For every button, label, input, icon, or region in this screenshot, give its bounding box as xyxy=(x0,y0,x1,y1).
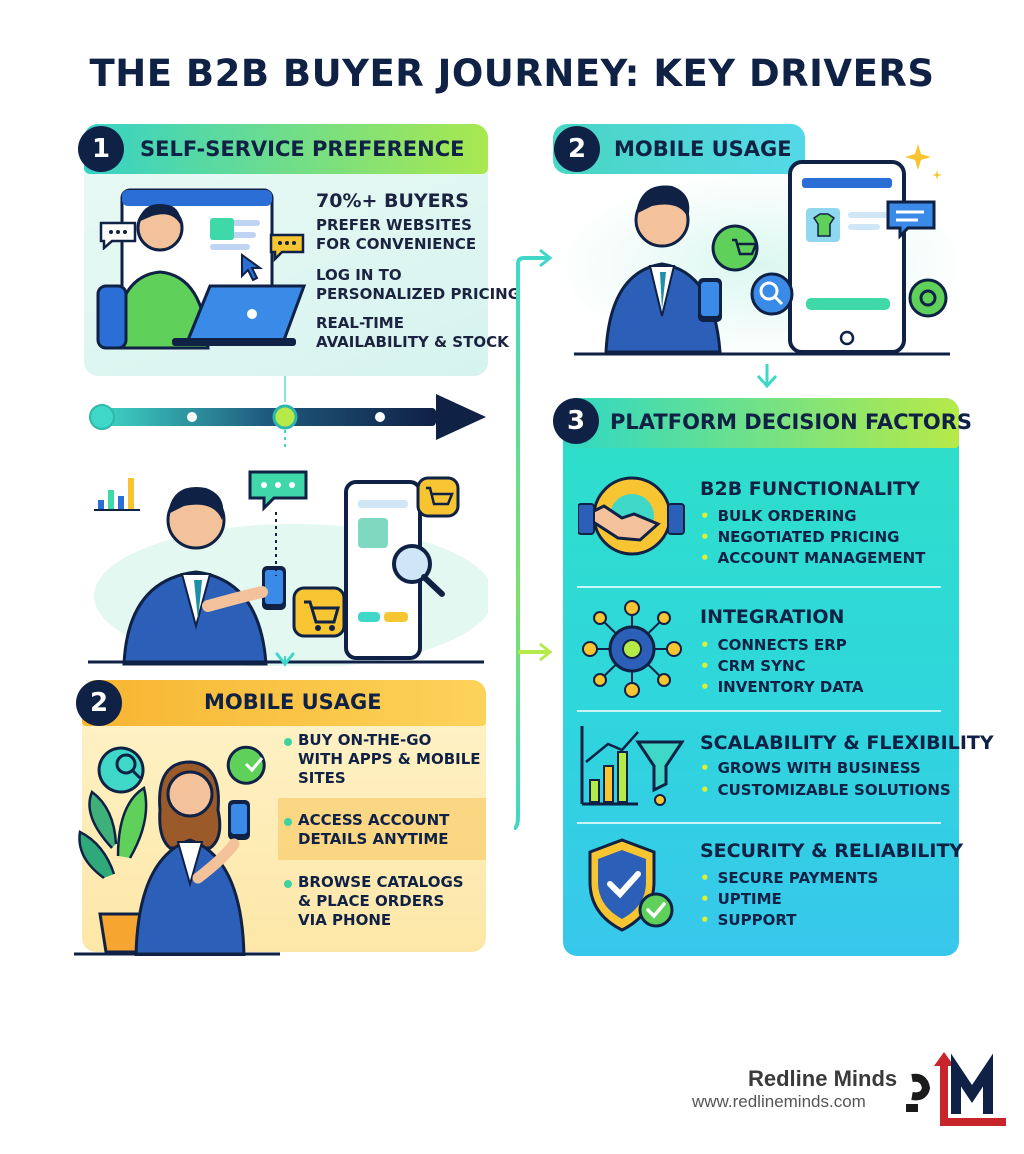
divider xyxy=(577,586,941,588)
platform-factors-header-bar xyxy=(563,398,959,448)
factor-item: •GROWS WITH BUSINESS xyxy=(700,759,921,777)
mobile-point-3-line-1: BROWSE CATALOGS xyxy=(298,873,464,891)
bullet-dot xyxy=(284,818,292,826)
factor-title-integration: INTEGRATION xyxy=(700,606,845,628)
step-number-1: 1 xyxy=(78,126,124,172)
mobile-point-1-line-1: BUY ON-THE-GO xyxy=(298,731,432,749)
factor-item: •INVENTORY DATA xyxy=(700,678,864,696)
stat-line-1: 70%+ BUYERS xyxy=(316,190,469,212)
factor-item: •UPTIME xyxy=(700,890,782,908)
factor-item: •ACCOUNT MANAGEMENT xyxy=(700,549,926,567)
divider xyxy=(577,710,941,712)
cursor-icon xyxy=(241,253,264,282)
laptop-user-illustration xyxy=(96,188,307,350)
step-number-2: 2 xyxy=(554,126,600,172)
factor-item: •BULK ORDERING xyxy=(700,507,857,525)
chat-bubble-icon xyxy=(269,233,305,262)
chart-funnel-icon xyxy=(580,726,685,806)
mobile-point-3-line-3: VIA PHONE xyxy=(298,911,392,929)
page-title: THE B2B BUYER JOURNEY: KEY DRIVERS xyxy=(89,52,935,95)
mobile-point-2-line-2: DETAILS ANYTIME xyxy=(298,830,449,848)
platform-factors-header: PLATFORM DECISION FACTORS xyxy=(610,410,973,434)
woman-phone-illustration xyxy=(74,745,280,956)
brand-logo xyxy=(906,1052,1006,1126)
mobile-shopper-illustration xyxy=(88,470,488,666)
self-service-header: SELF-SERVICE PREFERENCE xyxy=(140,137,465,161)
divider xyxy=(577,822,941,824)
arrow-icon xyxy=(756,364,778,389)
self-service-header-bar xyxy=(84,124,488,174)
point2-line-1: REAL-TIME xyxy=(316,314,404,332)
handshake-gear-icon xyxy=(578,476,685,556)
factor-title-security: SECURITY & RELIABILITY xyxy=(700,840,964,862)
brand-url: www.redlineminds.com xyxy=(692,1092,866,1111)
bullet-dot xyxy=(284,738,292,746)
factor-item: •CRM SYNC xyxy=(700,657,806,675)
mobile-usage-header-bar-2 xyxy=(82,680,486,726)
stat-line-2: PREFER WEBSITES xyxy=(316,216,472,234)
sparkle-icon xyxy=(905,144,942,180)
factor-title-scalability: SCALABILITY & FLEXIBILITY xyxy=(700,732,994,754)
bullet-row-2 xyxy=(278,798,486,860)
mobile-point-1-line-2: WITH APPS & MOBILE xyxy=(298,750,481,768)
step-number-2b: 2 xyxy=(76,680,122,726)
chat-bubble-icon xyxy=(99,221,137,250)
step-number-3: 3 xyxy=(553,398,599,444)
bullet-dot xyxy=(284,880,292,888)
mobile-usage-header-2: MOBILE USAGE xyxy=(204,690,382,714)
timeline-arrow xyxy=(89,376,486,448)
businessman-phone-illustration xyxy=(574,160,950,356)
factor-item: •SUPPORT xyxy=(700,911,797,929)
brand-name: Redline Minds xyxy=(748,1066,898,1091)
factor-item: •CONNECTS ERP xyxy=(700,636,847,654)
arrow-icon xyxy=(275,652,295,667)
shield-check-icon xyxy=(588,838,674,932)
point1-line-2: PERSONALIZED PRICING xyxy=(316,285,521,303)
network-gear-icon xyxy=(582,600,682,698)
factor-title-b2b: B2B FUNCTIONALITY xyxy=(700,478,920,500)
factor-item: •SECURE PAYMENTS xyxy=(700,869,879,887)
mobile-point-1-line-3: SITES xyxy=(298,769,346,787)
factor-item: •CUSTOMIZABLE SOLUTIONS xyxy=(700,781,951,799)
mobile-usage-header: MOBILE USAGE xyxy=(614,137,792,161)
mobile-point-2-line-1: ACCESS ACCOUNT xyxy=(298,811,450,829)
factor-item: •NEGOTIATED PRICING xyxy=(700,528,900,546)
stat-line-3: FOR CONVENIENCE xyxy=(316,235,477,253)
point1-line-1: LOG IN TO xyxy=(316,266,402,284)
connector-arrows xyxy=(513,248,553,830)
point2-line-2: AVAILABILITY & STOCK xyxy=(316,333,509,351)
mobile-point-3-line-2: & PLACE ORDERS xyxy=(298,892,445,910)
